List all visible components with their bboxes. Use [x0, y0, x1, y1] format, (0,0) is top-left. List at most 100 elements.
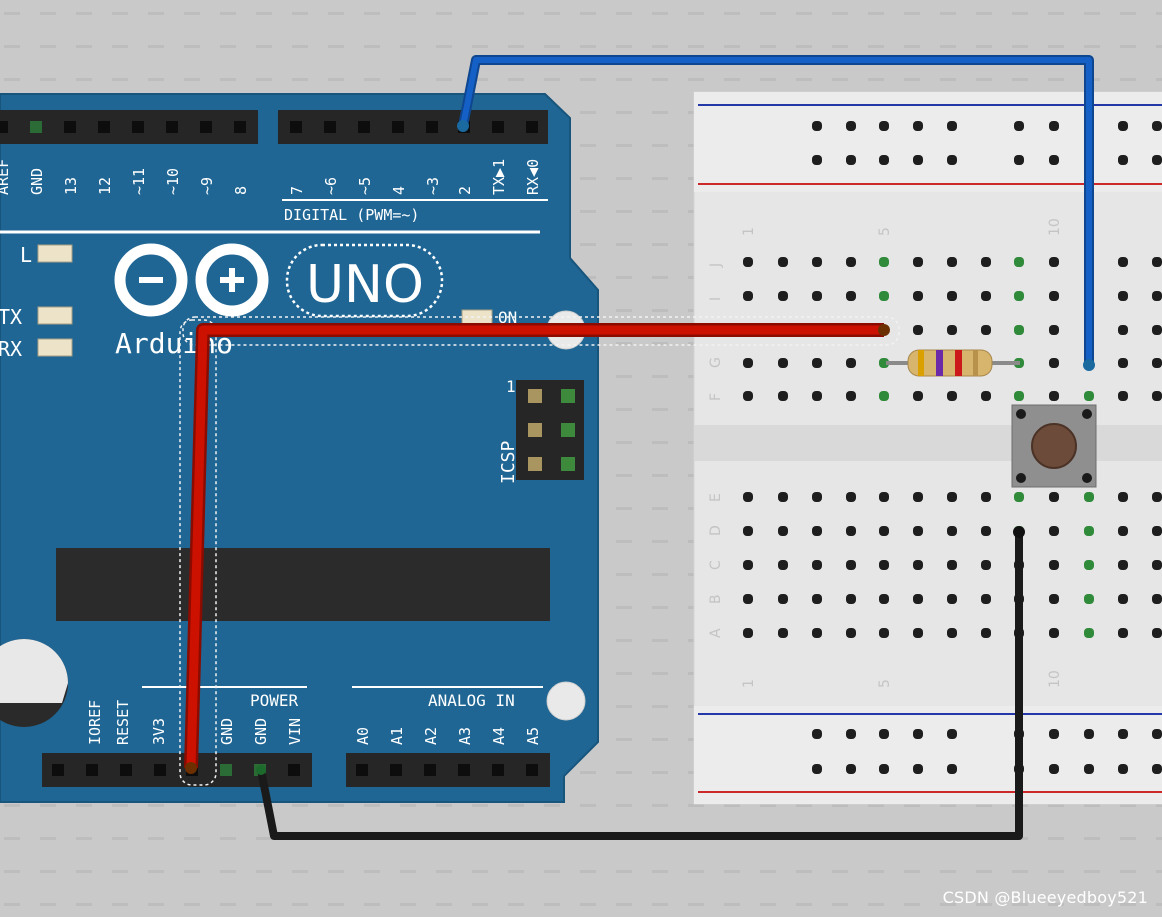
breadboard-hole [846, 560, 856, 570]
breadboard-hole [743, 358, 753, 368]
digital-pin-label: 8 [232, 186, 250, 195]
row-letter: D [708, 525, 724, 536]
breadboard-hole [846, 391, 856, 401]
digital-pin-label: ~9 [198, 177, 216, 195]
button-cap[interactable] [1031, 423, 1077, 469]
breadboard-hole [1152, 325, 1162, 335]
row-letter: B [708, 594, 724, 604]
breadboard-hole [947, 325, 957, 335]
icsp-pin1-label: 1 [506, 377, 516, 396]
breadboard-hole [981, 526, 991, 536]
digital-pin-label: 13 [62, 177, 80, 195]
icsp-pin [561, 457, 575, 471]
breadboard-hole [913, 560, 923, 570]
breadboard-hole [981, 291, 991, 301]
breadboard-hole [1049, 257, 1059, 267]
breadboard-hole [1118, 628, 1128, 638]
black-wire-gnd[interactable] [257, 532, 1023, 840]
breadboard-hole [778, 358, 788, 368]
digital-pin-label: TX▶1 [490, 159, 508, 195]
breadboard-hole [846, 358, 856, 368]
uno-label: UNO [306, 255, 424, 315]
rail-hole [1118, 155, 1128, 165]
rail-hole [1084, 764, 1094, 774]
header-pin [458, 764, 470, 776]
icsp-pin [528, 423, 542, 437]
breadboard-hole [778, 560, 788, 570]
breadboard-hole [1152, 492, 1162, 502]
breadboard-hole [846, 257, 856, 267]
l-led-label: L [20, 243, 32, 267]
rx-led [37, 338, 73, 357]
digital-pin-label: 4 [390, 186, 408, 195]
header-pin [390, 764, 402, 776]
breadboard-hole [743, 391, 753, 401]
breadboard-hole [1049, 560, 1059, 570]
breadboard-hole [778, 594, 788, 604]
breadboard-hole [812, 526, 822, 536]
push-button[interactable] [1011, 404, 1097, 488]
icsp-pin [561, 389, 575, 403]
breadboard-hole [879, 391, 889, 401]
rail-hole [879, 121, 889, 131]
breadboard-hole [913, 492, 923, 502]
breadboard-hole [743, 628, 753, 638]
row-letter: I [708, 297, 724, 301]
header-pin [64, 121, 76, 133]
breadboard-hole [1118, 358, 1128, 368]
breadboard-hole [778, 628, 788, 638]
rail-hole [947, 155, 957, 165]
breadboard-hole [913, 628, 923, 638]
breadboard-hole [1118, 257, 1128, 267]
header-pin [324, 121, 336, 133]
row-letter: C [708, 560, 724, 570]
digital-pin-label: 7 [288, 186, 306, 195]
icsp-pin [528, 389, 542, 403]
rail-hole [913, 121, 923, 131]
rail-hole [1152, 155, 1162, 165]
header-pin [492, 764, 504, 776]
resistor[interactable] [886, 349, 1020, 377]
row-letter: A [708, 628, 724, 638]
breadboard-hole [1152, 291, 1162, 301]
row-letter: F [708, 393, 724, 401]
rail-hole [1118, 764, 1128, 774]
header-pin [200, 121, 212, 133]
digital-header-right [278, 110, 548, 144]
digital-pin-label: 12 [96, 177, 114, 195]
header-pin [426, 121, 438, 133]
power-pin-label: GND [252, 718, 270, 745]
breadboard-hole [1014, 391, 1024, 401]
breadboard-hole [812, 628, 822, 638]
breadboard-hole [1049, 325, 1059, 335]
rail-hole [913, 764, 923, 774]
header-pin [30, 121, 42, 133]
analog-pin-label: A0 [354, 727, 372, 745]
header-pin [356, 764, 368, 776]
tx-led [37, 306, 73, 325]
power-header-label: POWER [250, 691, 299, 710]
breadboard-hole [947, 526, 957, 536]
breadboard-hole [846, 628, 856, 638]
breadboard-hole [743, 492, 753, 502]
breadboard-hole [812, 391, 822, 401]
breadboard-hole [947, 594, 957, 604]
breadboard-hole [1014, 492, 1024, 502]
breadboard-hole [812, 291, 822, 301]
breadboard-hole [778, 492, 788, 502]
breadboard-hole [743, 257, 753, 267]
rail-hole [812, 764, 822, 774]
header-pin [290, 121, 302, 133]
power-pin-label: 3V3 [150, 718, 168, 745]
rail-hole [1014, 121, 1024, 131]
breadboard-hole [879, 628, 889, 638]
breadboard-hole [1118, 391, 1128, 401]
header-pin [392, 121, 404, 133]
breadboard-hole [743, 594, 753, 604]
breadboard-hole [846, 526, 856, 536]
breadboard-hole [981, 560, 991, 570]
digital-pin-label: RX◀0 [524, 159, 542, 195]
breadboard-hole [947, 391, 957, 401]
